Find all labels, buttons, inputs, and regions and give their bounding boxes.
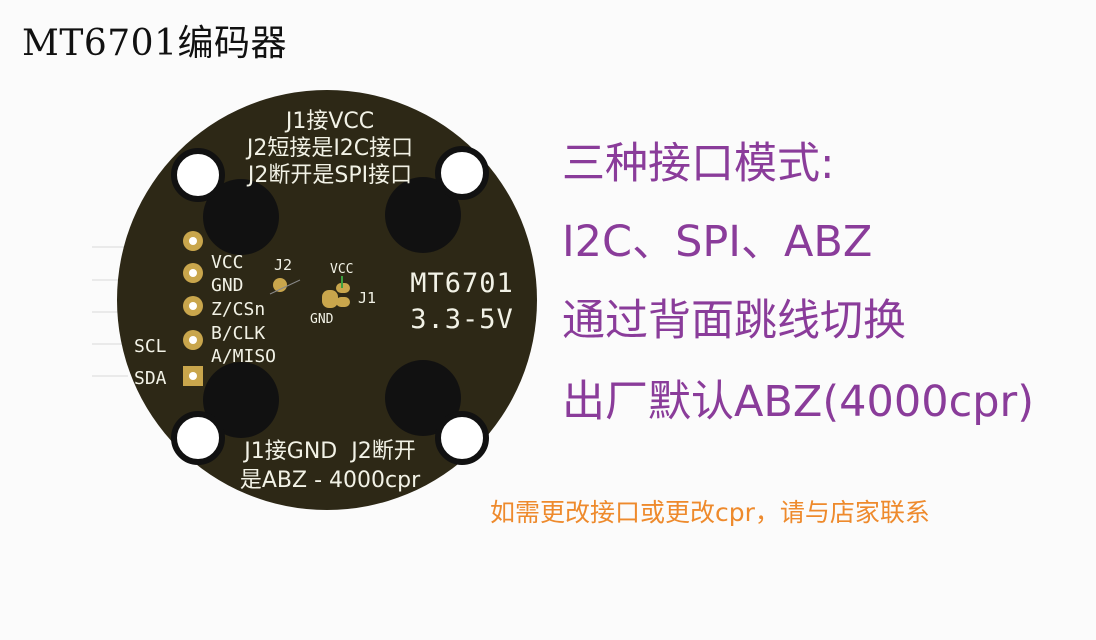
page-title: MT6701编码器: [22, 23, 287, 64]
pin-label-a-miso: A/MISO: [211, 346, 276, 367]
board-top-line-1: J1接VCC: [284, 109, 374, 134]
jumper-j2-label: J2: [274, 256, 292, 274]
pin-label-vcc: VCC: [211, 252, 244, 273]
label-scl: SCL: [134, 336, 167, 357]
board-bottom-line-1: J1接GND J2断开: [242, 439, 415, 464]
board-model: MT6701: [410, 268, 514, 299]
jumper-j1: [322, 276, 350, 308]
jumper-j2: [269, 278, 301, 295]
pin-label-z-csn: Z/CSn: [211, 299, 265, 320]
board-top-line-2: J2短接是I2C接口: [245, 136, 413, 161]
feature-protocols: I2C、SPI、ABZ: [562, 217, 873, 267]
pin-label-gnd: GND: [211, 275, 244, 296]
board-bottom-line-2: 是ABZ - 4000cpr: [240, 468, 421, 493]
jumper-vcc-label: VCC: [330, 262, 353, 277]
large-pads: [203, 177, 461, 438]
pin-label-b-clk: B/CLK: [211, 323, 265, 344]
label-sda: SDA: [134, 368, 167, 389]
feature-interface-modes: 三种接口模式:: [562, 139, 835, 189]
jumper-gnd-label: GND: [310, 312, 334, 327]
feature-jumper-switch: 通过背面跳线切换: [562, 296, 906, 346]
header-pads: [183, 231, 203, 386]
mounting-holes: [171, 146, 489, 465]
feature-factory-default: 出厂默认ABZ(4000cpr): [562, 377, 1034, 427]
contact-note: 如需更改接口或更改cpr，请与店家联系: [490, 498, 930, 527]
jumper-j1-label: J1: [358, 289, 376, 307]
board-voltage: 3.3-5V: [410, 304, 514, 335]
board-top-line-3: J2断开是SPI接口: [246, 163, 412, 188]
